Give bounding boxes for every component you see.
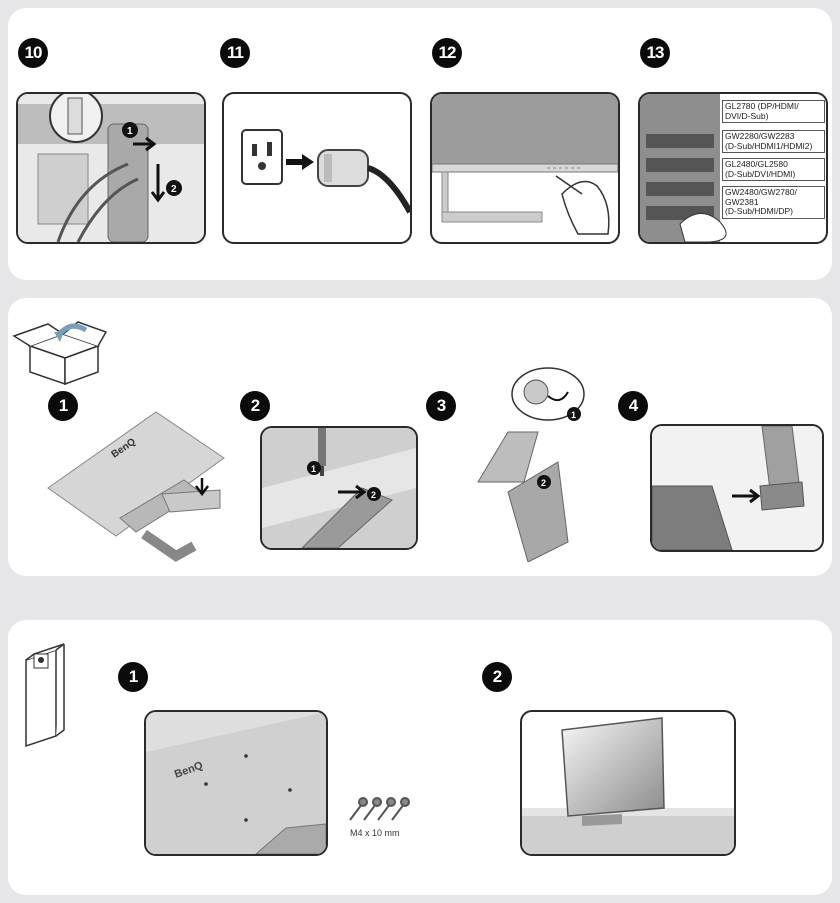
wall-mounted-illustration xyxy=(520,710,736,856)
model-label-2: GW2280/GW2283 (D-Sub/HDMI1/HDMI2) xyxy=(722,130,825,153)
section-2-panel: 1 2 3 4 BenQ 1 2 1 xyxy=(8,298,832,576)
monitor-power-drawing xyxy=(432,94,618,235)
port-panel-drawing xyxy=(640,94,727,242)
callout-2: 2 xyxy=(371,490,376,500)
screw-driver-illustration: 1 2 xyxy=(260,426,418,550)
monitor-back-holes-drawing: BenQ xyxy=(146,712,326,854)
unbox-step-2-badge: 2 xyxy=(240,391,270,421)
screws-icon xyxy=(349,797,410,821)
section-1-panel: 10 11 12 13 1 2 xyxy=(8,8,832,280)
cable-clip-drawing: 1 2 xyxy=(18,94,204,242)
step-13-badge: 13 xyxy=(640,38,670,68)
callout-2: 2 xyxy=(541,478,546,488)
power-button-illustration xyxy=(430,92,620,244)
monitor-back-drawing: BenQ xyxy=(47,411,225,562)
wall-mounted-monitor-drawing xyxy=(522,717,734,854)
power-plug-drawing xyxy=(241,129,410,214)
step-10-badge: 10 xyxy=(18,38,48,68)
cable-clip-illustration: 1 2 xyxy=(16,92,206,244)
step-11-badge: 11 xyxy=(220,38,250,68)
mount-step-1-badge: 1 xyxy=(118,662,148,692)
callout-2: 2 xyxy=(171,184,177,195)
power-outlet-illustration xyxy=(222,92,412,244)
screw-size-label: M4 x 10 mm xyxy=(350,828,400,838)
base-attach-drawing xyxy=(652,426,822,550)
section-3-panel: 1 2 BenQ M4 x 10 mm xyxy=(8,620,832,895)
model-ports-illustration: GL2780 (DP/HDMI/ DVI/D-Sub) GW2280/GW228… xyxy=(638,92,828,244)
wall-mount-icon xyxy=(25,643,65,748)
base-attach-illustration xyxy=(650,424,824,552)
callout-1: 1 xyxy=(127,126,133,137)
callout-1: 1 xyxy=(311,464,316,474)
step-12-badge: 12 xyxy=(432,38,462,68)
unbox-step-1-badge: 1 xyxy=(48,391,78,421)
model-label-4: GW2480/GW2780/ GW2381 (D-Sub/HDMI/DP) xyxy=(722,186,825,219)
screwdriver-drawing: 1 2 xyxy=(262,428,416,548)
vesa-holes-illustration: BenQ xyxy=(144,710,328,856)
model-label-1: GL2780 (DP/HDMI/ DVI/D-Sub) xyxy=(722,100,825,123)
unbox-step-3-badge: 3 xyxy=(426,391,456,421)
mount-step-2-badge: 2 xyxy=(482,662,512,692)
stand-assembly-drawing: 1 2 xyxy=(477,367,585,562)
callout-1: 1 xyxy=(571,410,576,420)
open-box-icon xyxy=(12,321,108,386)
model-label-3: GL2480/GL2580 (D-Sub/DVI/HDMI) xyxy=(722,158,825,181)
unbox-step-4-badge: 4 xyxy=(618,391,648,421)
